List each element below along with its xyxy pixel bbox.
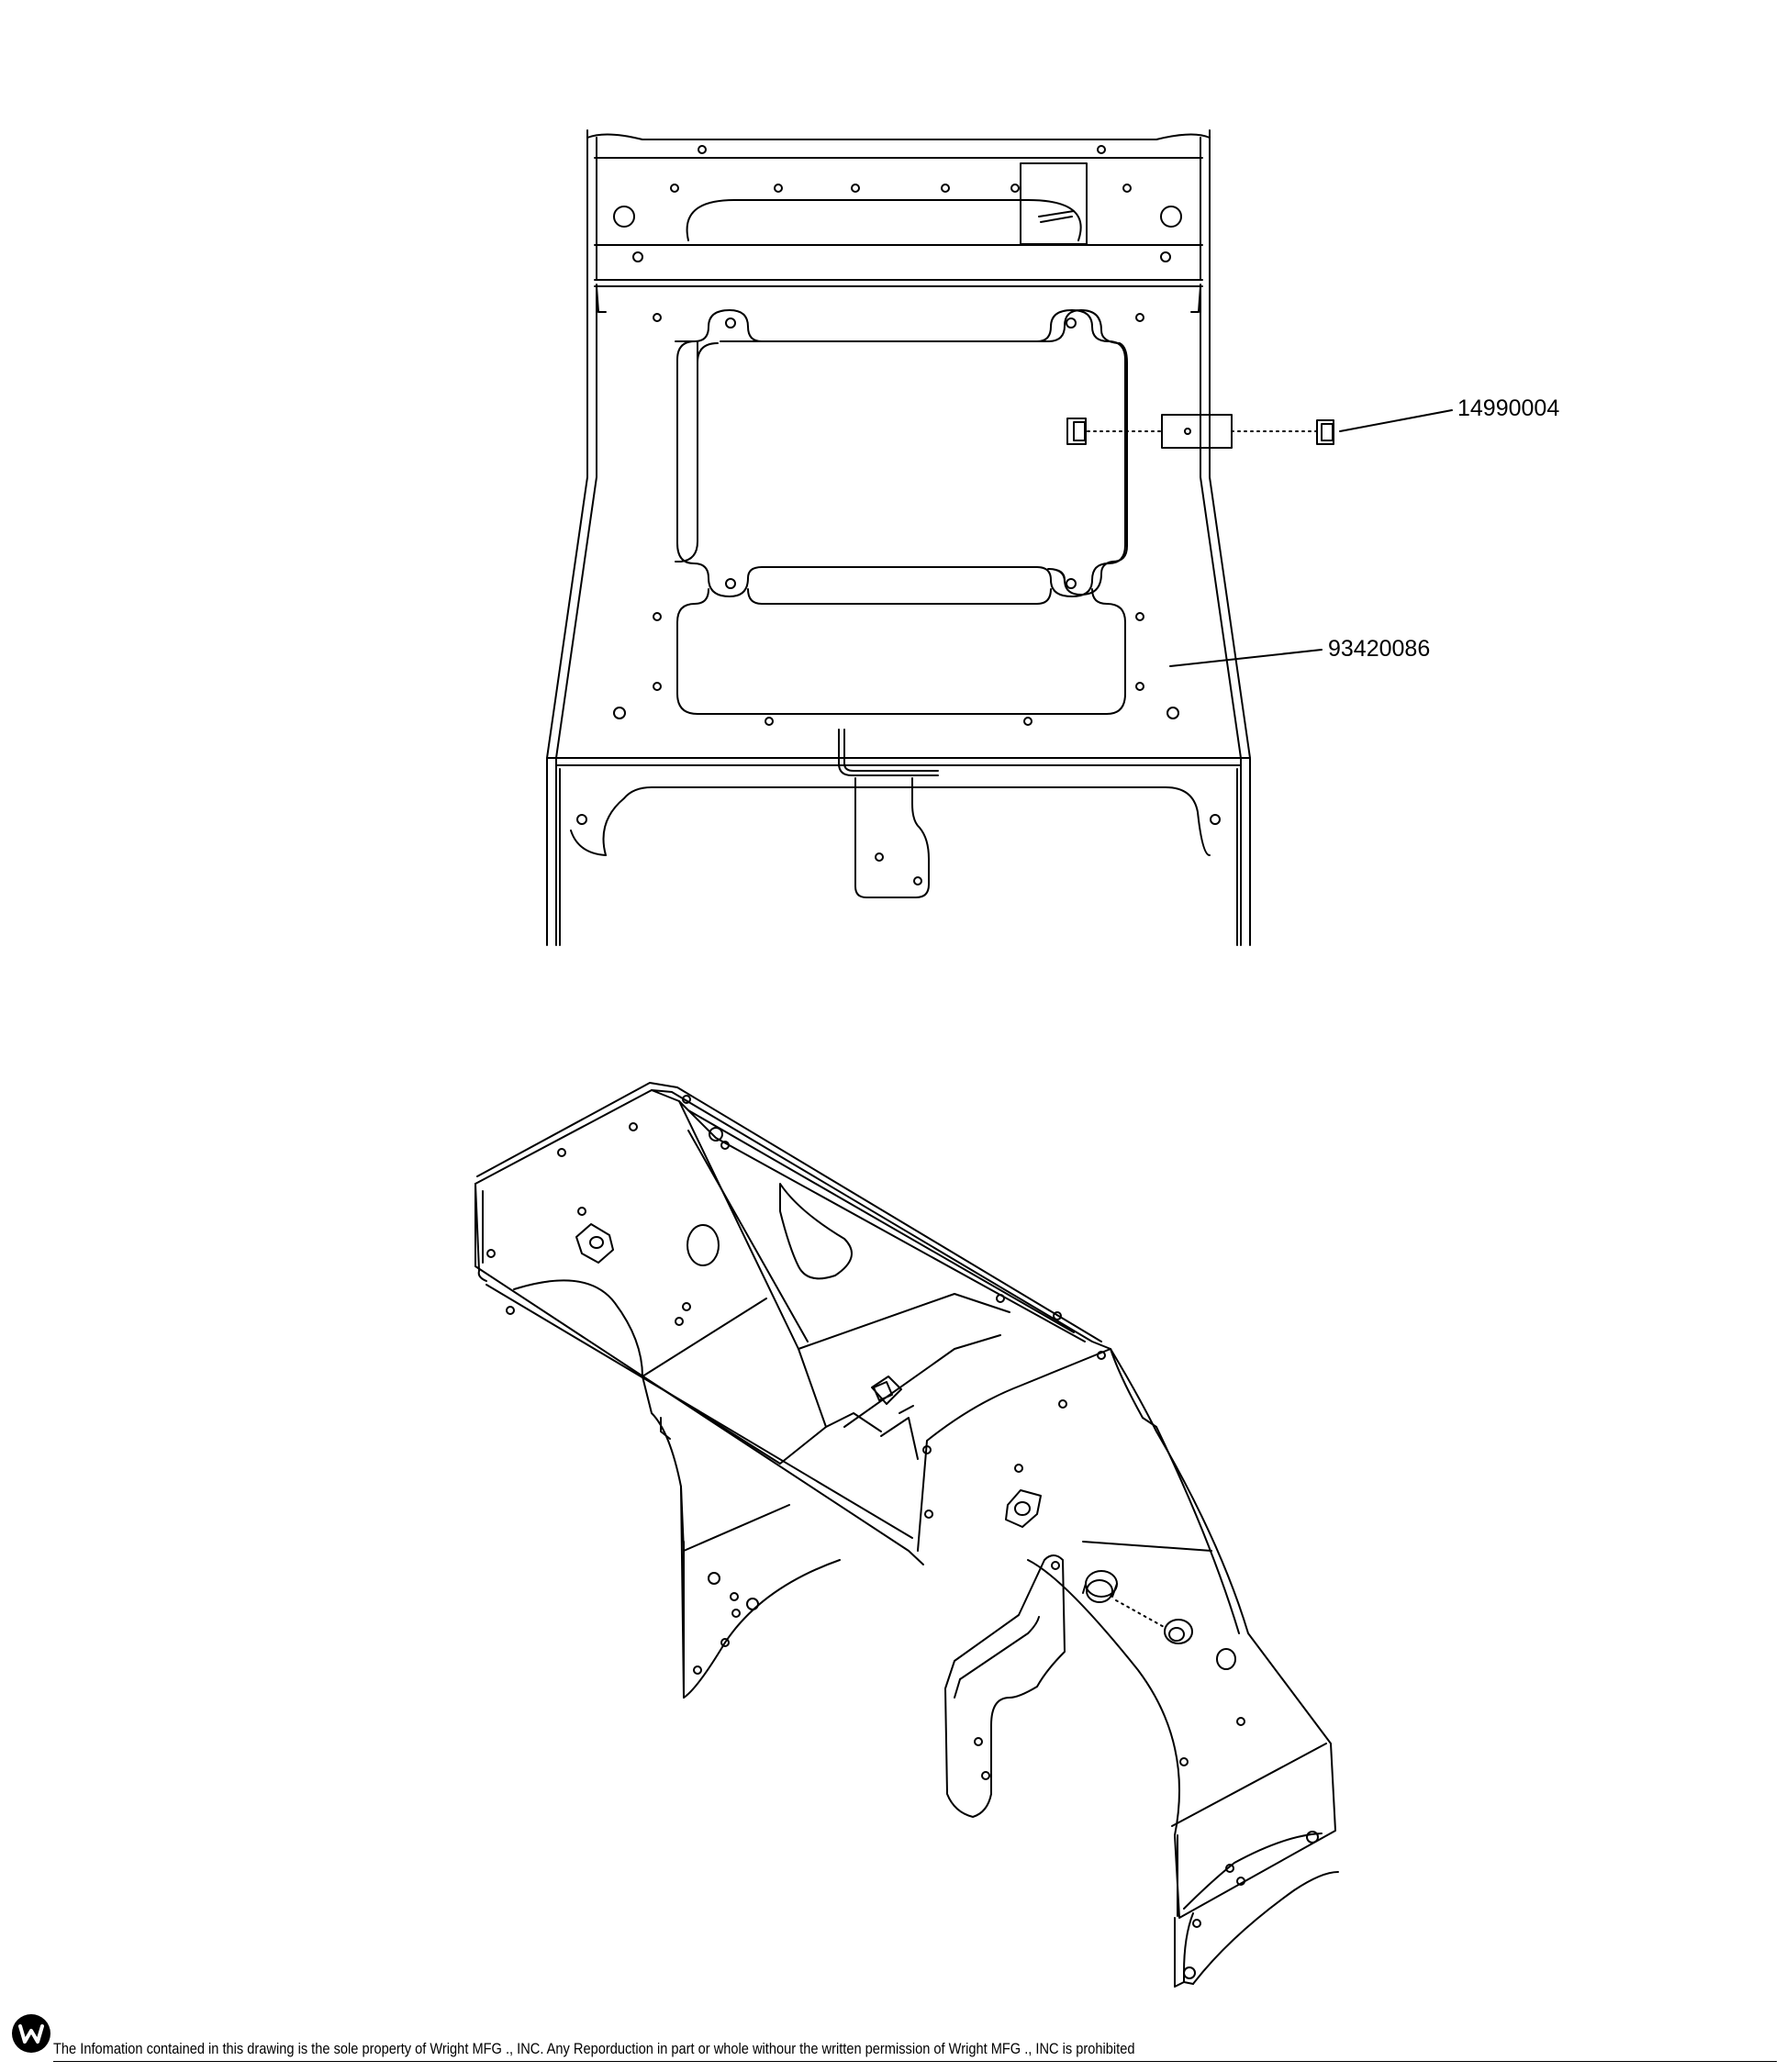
top-rail-holes [670, 145, 1132, 193]
footer: The Infomation contained in this drawing… [0, 2010, 1786, 2072]
isometric-view [474, 1082, 1339, 1988]
bushing-assembly [1066, 414, 1334, 449]
callout-part-number-bushing: 14990004 [1457, 395, 1560, 421]
callout-part-number-body: 93420086 [1328, 636, 1431, 662]
body-holes [613, 313, 1179, 726]
leader-line-bushing [1339, 409, 1453, 432]
iso-holes [486, 1095, 1319, 1979]
leader-line-body [1169, 649, 1323, 667]
iso-bushing [1082, 1570, 1193, 1644]
proprietary-notice: The Infomation contained in this drawing… [53, 2040, 1135, 2057]
front-view [546, 129, 1453, 946]
wright-w-logo-icon [12, 2014, 50, 2053]
footer-rule [53, 2061, 1777, 2062]
